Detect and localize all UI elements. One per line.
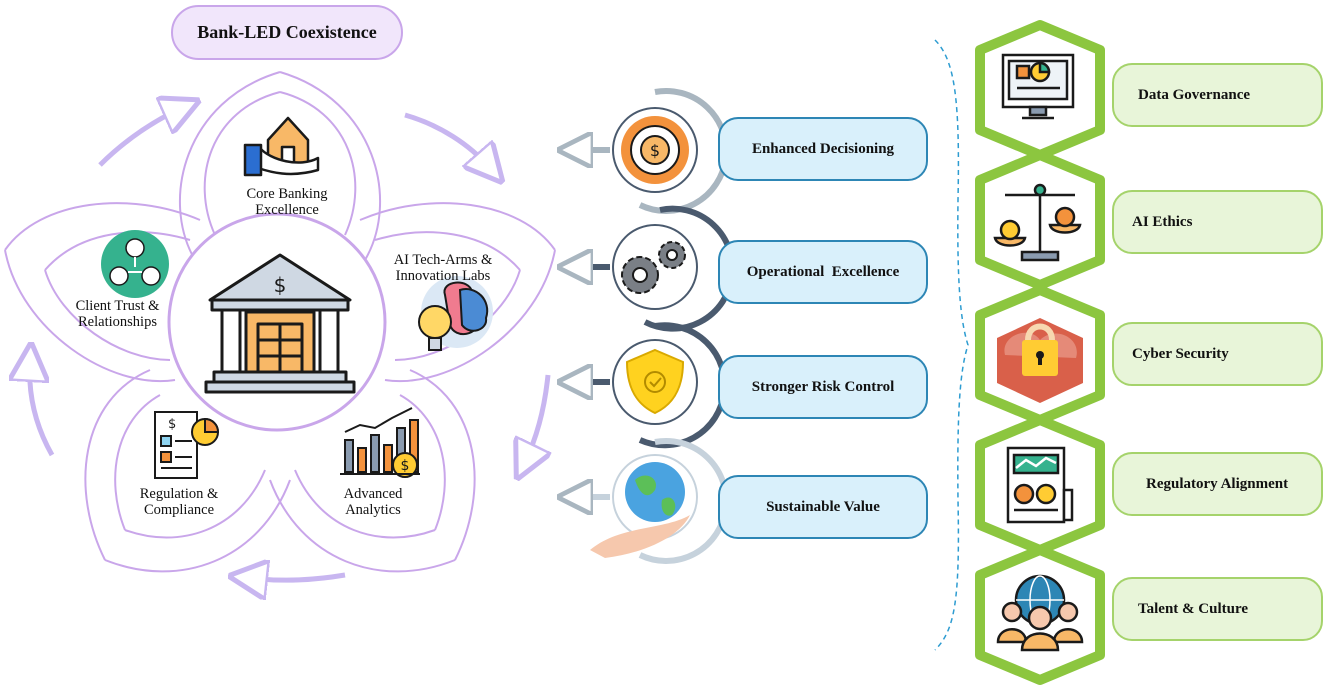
monitor-dashboard-icon: [1001, 53, 1075, 120]
cycle-arrows: [30, 108, 548, 580]
outcome-sustainable-value: Sustainable Value: [718, 475, 928, 539]
bar-chart-dollar-icon: $: [340, 407, 420, 478]
house-in-hand-icon: [243, 116, 320, 177]
petal-ring: [4, 71, 556, 573]
brain-lightbulb-icon: [418, 276, 493, 351]
petal-label-line: Core Banking: [246, 186, 328, 202]
petal-label-client: Client Trust & Relationships: [60, 298, 175, 330]
petal-label-line: Relationships: [78, 314, 157, 330]
svg-text:$: $: [168, 417, 176, 432]
petal-label-analytics: Advanced Analytics: [318, 486, 428, 518]
pillar-ai-ethics: AI Ethics: [1112, 190, 1323, 254]
team-globe-icon: [996, 574, 1084, 652]
petal-label-line: Compliance: [143, 502, 215, 518]
padlock-cloud-icon: [997, 318, 1083, 403]
petal-label-line: Regulation &: [139, 486, 219, 502]
balance-scale-icon: [993, 183, 1082, 262]
pillar-data-governance: Data Governance: [1112, 63, 1323, 127]
outcome-stronger-risk-control: Stronger Risk Control: [718, 355, 928, 419]
petal-label-line: Advanced: [343, 486, 403, 502]
pillar-cyber-security: Cyber Security: [1112, 322, 1323, 386]
petal-label-ai: AI Tech-Arms & Innovation Labs: [383, 252, 503, 284]
shield-check-icon: [612, 339, 698, 425]
checklist-document-icon: $: [154, 411, 220, 479]
financial-report-icon: [1006, 446, 1074, 524]
people-network-icon: [101, 230, 169, 298]
outcome-enhanced-decisioning: Enhanced Decisioning: [718, 117, 928, 181]
dollar-target-icon: $: [612, 107, 698, 193]
svg-text:$: $: [650, 141, 660, 160]
outcome-operational-excellence: Operational Excellence: [718, 240, 928, 304]
petal-label-line: Excellence: [255, 202, 319, 218]
pillar-regulatory-alignment: Regulatory Alignment: [1112, 452, 1323, 516]
svg-text:$: $: [401, 458, 410, 474]
petal-label-line: AI Tech-Arms &: [393, 252, 493, 268]
gears-icon: [612, 224, 698, 310]
petal-label-line: Client Trust &: [75, 298, 160, 314]
globe-in-hand-icon: [590, 454, 698, 558]
svg-text:$: $: [274, 273, 287, 297]
petal-label-line: Innovation Labs: [395, 268, 491, 284]
outcome-arrows: [575, 150, 610, 497]
bank-building-icon: $: [204, 253, 356, 394]
dashed-separator: [934, 39, 969, 651]
petal-label-line: Analytics: [345, 502, 401, 518]
petal-label-core: Core Banking Excellence: [232, 186, 342, 218]
petal-label-regulation: Regulation & Compliance: [124, 486, 234, 518]
pillar-talent-culture: Talent & Culture: [1112, 577, 1323, 641]
page-title: Bank-LED Coexistence: [171, 5, 403, 60]
